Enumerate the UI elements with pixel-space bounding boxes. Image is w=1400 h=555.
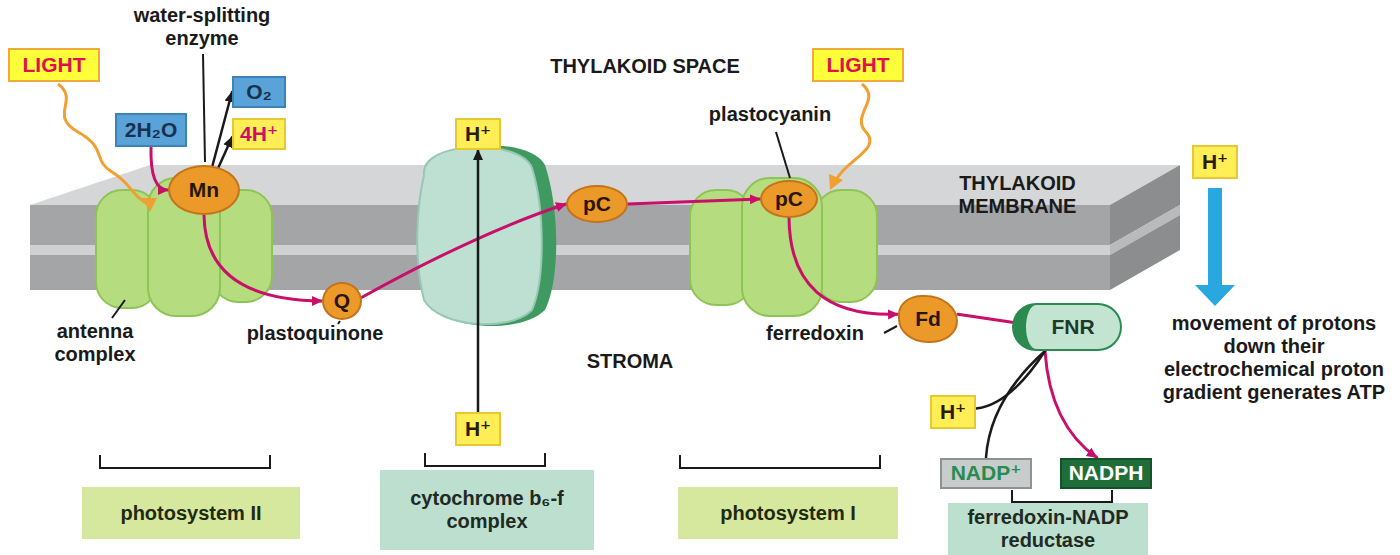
membrane-side bbox=[1110, 215, 1180, 290]
node-text: cytochrome b₆-f complex bbox=[386, 487, 588, 533]
node-text: ferredoxin-NADP reductase bbox=[954, 506, 1142, 552]
part-label: movement of protons down their electroch… bbox=[1150, 312, 1398, 404]
proton-box: H⁺ bbox=[455, 412, 501, 446]
reaction-arrow bbox=[218, 137, 232, 167]
node-text: H⁺ bbox=[940, 400, 966, 424]
part-label: water-splitting enzyme bbox=[112, 4, 292, 50]
part-label: STROMA bbox=[565, 350, 695, 373]
part-label: ferredoxin bbox=[745, 322, 885, 345]
electron-flow-arrow bbox=[628, 199, 760, 204]
light-arrowhead bbox=[142, 198, 157, 212]
node-text: pC bbox=[583, 192, 611, 216]
reaction-arrow bbox=[477, 150, 480, 412]
node-text: H⁺ bbox=[465, 122, 491, 146]
light-box: LIGHT bbox=[812, 48, 904, 82]
node-text: H⁺ bbox=[1202, 150, 1228, 174]
complex-name-box: photosystem I bbox=[678, 487, 898, 539]
node-text: NADP⁺ bbox=[951, 461, 1022, 485]
electron-flow-arrow bbox=[1045, 351, 1097, 458]
manganese-cluster: Mn bbox=[168, 165, 240, 215]
electron-flow-arrow bbox=[362, 204, 566, 297]
complex-name-box: ferredoxin-NADP reductase bbox=[948, 503, 1148, 555]
proton-box: H⁺ bbox=[1192, 145, 1238, 179]
part-label: THYLAKOID MEMBRANE bbox=[930, 172, 1105, 218]
node-text: NADPH bbox=[1069, 461, 1144, 485]
molecule-box: O₂ bbox=[232, 76, 286, 108]
electron-flow-arrow bbox=[789, 218, 898, 314]
plastocyanin-carrier: pC bbox=[566, 185, 628, 223]
ferredoxin-carrier: Fd bbox=[898, 295, 958, 343]
node-text: H⁺ bbox=[465, 417, 491, 441]
molecule-box: 2H₂O bbox=[115, 113, 187, 147]
node-text: Mn bbox=[189, 178, 219, 202]
light-arrowhead bbox=[829, 174, 843, 190]
node-text: 2H₂O bbox=[125, 118, 178, 142]
proton-flow-arrowhead bbox=[1195, 285, 1235, 306]
proton-box: H⁺ bbox=[930, 395, 976, 429]
plastoquinone-carrier: Q bbox=[322, 282, 362, 320]
node-text: Fd bbox=[915, 307, 941, 331]
node-text: O₂ bbox=[246, 80, 272, 104]
electron-flow-arrow bbox=[204, 215, 322, 301]
proton-box: 4H⁺ bbox=[232, 118, 286, 150]
complex-name-box: photosystem II bbox=[82, 487, 300, 539]
node-text: 4H⁺ bbox=[240, 122, 278, 146]
electron-flow-arrow bbox=[151, 147, 168, 190]
proton-box: H⁺ bbox=[455, 118, 501, 150]
node-text: pC bbox=[775, 187, 803, 211]
light-wave bbox=[836, 84, 870, 180]
node-text: photosystem II bbox=[120, 502, 261, 525]
part-label: plastocyanin bbox=[690, 103, 850, 126]
plastocyanin-carrier: pC bbox=[760, 180, 818, 218]
node-text: LIGHT bbox=[23, 53, 86, 77]
node-text: photosystem I bbox=[720, 502, 856, 525]
part-label: plastoquinone bbox=[220, 322, 410, 345]
molecule-box: NADPH bbox=[1060, 458, 1152, 489]
proton-flow-arrow bbox=[1208, 188, 1222, 286]
reaction-arrow bbox=[986, 351, 1045, 458]
part-label: antenna complex bbox=[30, 320, 160, 366]
light-box: LIGHT bbox=[8, 48, 100, 82]
leader-lines bbox=[112, 54, 897, 333]
reaction-arrow bbox=[213, 92, 232, 165]
reductase-enzyme: FNR bbox=[1012, 303, 1122, 351]
molecule-box: NADP⁺ bbox=[940, 458, 1032, 489]
node-text: FNR bbox=[1051, 315, 1094, 339]
complex-name-box: cytochrome b₆-f complex bbox=[380, 470, 594, 550]
node-text: LIGHT bbox=[827, 53, 890, 77]
part-label: THYLAKOID SPACE bbox=[525, 55, 765, 78]
node-text: Q bbox=[334, 289, 350, 313]
electron-flow-arrow bbox=[958, 314, 1012, 322]
photosystem-i-complex bbox=[690, 178, 877, 316]
